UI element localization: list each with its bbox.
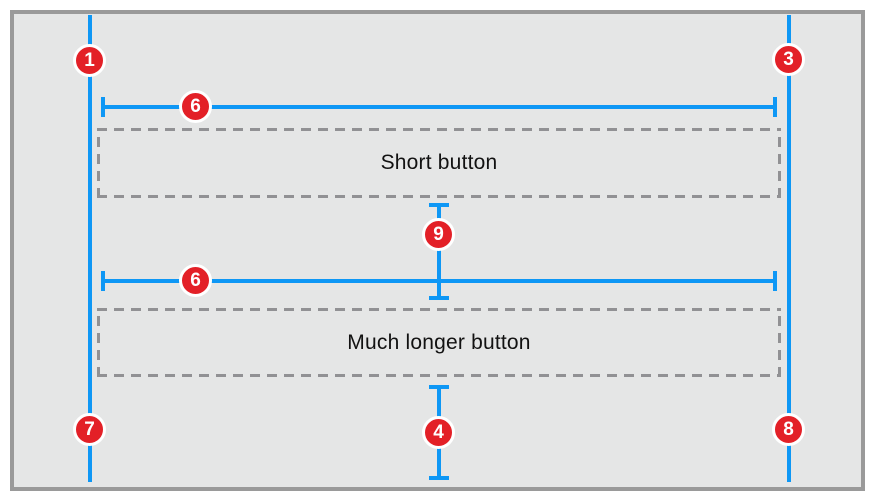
much-longer-button[interactable]: Much longer button bbox=[97, 308, 781, 377]
trailing-margin-guide-line bbox=[787, 15, 791, 482]
line-end-cap bbox=[101, 271, 105, 291]
constraint-badge-1: 1 bbox=[73, 44, 106, 77]
line-end-cap bbox=[101, 97, 105, 117]
line-end-cap bbox=[429, 296, 449, 300]
short-button-label: Short button bbox=[380, 151, 498, 174]
line-end-cap bbox=[429, 385, 449, 389]
line-end-cap bbox=[429, 203, 449, 207]
constraint-badge-8: 8 bbox=[772, 413, 805, 446]
short-button[interactable]: Short button bbox=[97, 128, 781, 198]
leading-margin-guide-line bbox=[88, 15, 92, 482]
constraint-badge-9: 9 bbox=[422, 218, 455, 251]
constraint-badge-6-middle: 6 bbox=[179, 264, 212, 297]
vertical-spacing-constraint-line bbox=[429, 203, 449, 300]
much-longer-button-label: Much longer button bbox=[347, 330, 531, 354]
width-constraint-line-top bbox=[101, 97, 777, 117]
line-end-cap bbox=[773, 97, 777, 117]
constraint-badge-6-top: 6 bbox=[179, 90, 212, 123]
constraint-badge-7: 7 bbox=[73, 413, 106, 446]
constraint-badge-4: 4 bbox=[422, 416, 455, 449]
line-end-cap bbox=[429, 476, 449, 480]
constraint-badge-3: 3 bbox=[772, 43, 805, 76]
line-end-cap bbox=[773, 271, 777, 291]
